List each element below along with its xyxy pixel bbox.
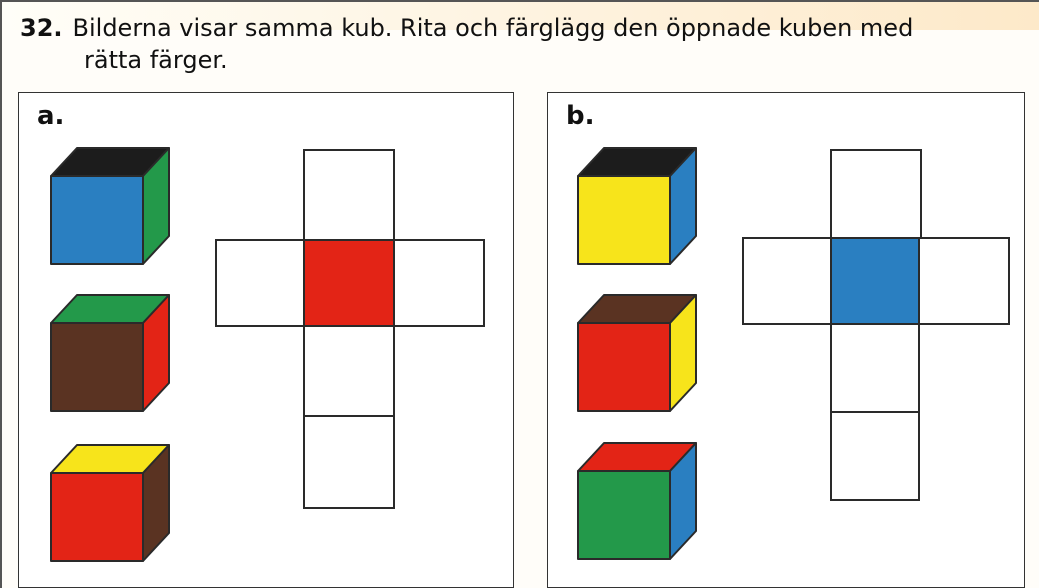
cube-b2 (577, 294, 697, 412)
net-square-bottom-1 (830, 323, 920, 413)
task-text-line1: Bilderna visar samma kub. Rita och färgl… (72, 14, 914, 42)
cube-b1 (577, 147, 697, 265)
cube-front-face (577, 175, 671, 265)
cube-right-face (142, 147, 170, 265)
cube-net-a (215, 149, 485, 509)
cube-a1 (50, 147, 170, 265)
panel-a: a. (18, 92, 514, 588)
task-text-line2: rätta färger. (84, 46, 228, 74)
cube-right-face (142, 294, 170, 412)
panel-label-a: a. (37, 101, 65, 131)
net-square-bottom-2 (830, 411, 920, 501)
cube-right-face (142, 444, 170, 562)
cube-right-face (669, 294, 697, 412)
cube-a3 (50, 444, 170, 562)
cube-a2 (50, 294, 170, 412)
panel-b: b. (547, 92, 1025, 588)
cube-right-face (669, 147, 697, 265)
top-band (0, 0, 1039, 30)
net-square-right (393, 239, 485, 327)
net-square-center (830, 237, 920, 325)
cube-b3 (577, 442, 697, 560)
net-square-top (303, 149, 395, 241)
cube-right-face (669, 442, 697, 560)
net-square-left (742, 237, 832, 325)
net-square-left (215, 239, 305, 327)
cube-front-face (50, 322, 144, 412)
cube-front-face (50, 175, 144, 265)
net-square-right (918, 237, 1010, 325)
net-square-center (303, 239, 395, 327)
net-square-bottom-2 (303, 415, 395, 509)
task-number: 32. (20, 14, 63, 42)
cube-front-face (50, 472, 144, 562)
cube-net-b (742, 149, 1010, 501)
cube-front-face (577, 470, 671, 560)
net-square-bottom-1 (303, 325, 395, 417)
panel-label-b: b. (566, 101, 595, 131)
net-square-top (830, 149, 922, 239)
cube-front-face (577, 322, 671, 412)
task-header: 32. Bilderna visar samma kub. Rita och fä… (20, 12, 1020, 76)
